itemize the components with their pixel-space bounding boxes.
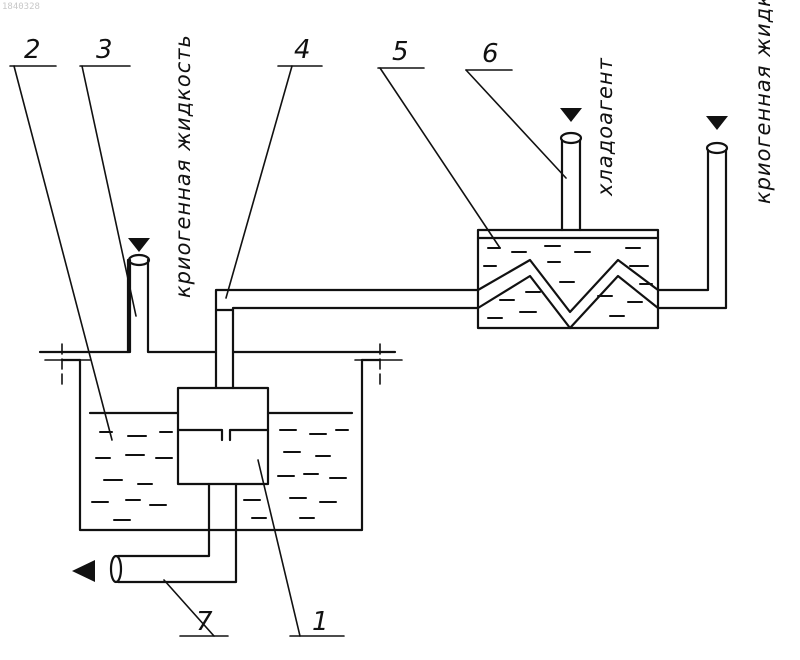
cryogenic-outlet-pipe: [658, 116, 728, 308]
transfer-line: [216, 290, 478, 314]
refrigerant-arrow: [560, 108, 582, 122]
inlet-arrow-left: [128, 238, 150, 252]
tank-liquid: [92, 430, 348, 520]
caption-refrigerant: хладоагент: [593, 57, 617, 197]
caption-cryogenic-left: криогенная жидкость: [171, 34, 195, 298]
refrigerant-pipe: [560, 108, 582, 230]
label-6: 6: [482, 39, 499, 69]
label-5: 5: [392, 37, 409, 67]
label-1: 1: [312, 607, 329, 637]
inlet-arrow-right: [706, 116, 728, 130]
label-4: 4: [294, 35, 311, 65]
heat-exchanger: [478, 230, 658, 328]
corner-id: 1840328: [2, 2, 40, 12]
label-3: 3: [96, 35, 113, 65]
label-7: 7: [196, 607, 213, 637]
outlet-arrow: [72, 560, 95, 582]
label-2: 2: [24, 35, 41, 65]
caption-cryogenic-right: криогенная жидкость: [751, 0, 775, 204]
cryogenic-tank: [40, 260, 402, 530]
pump-unit: [72, 310, 268, 582]
